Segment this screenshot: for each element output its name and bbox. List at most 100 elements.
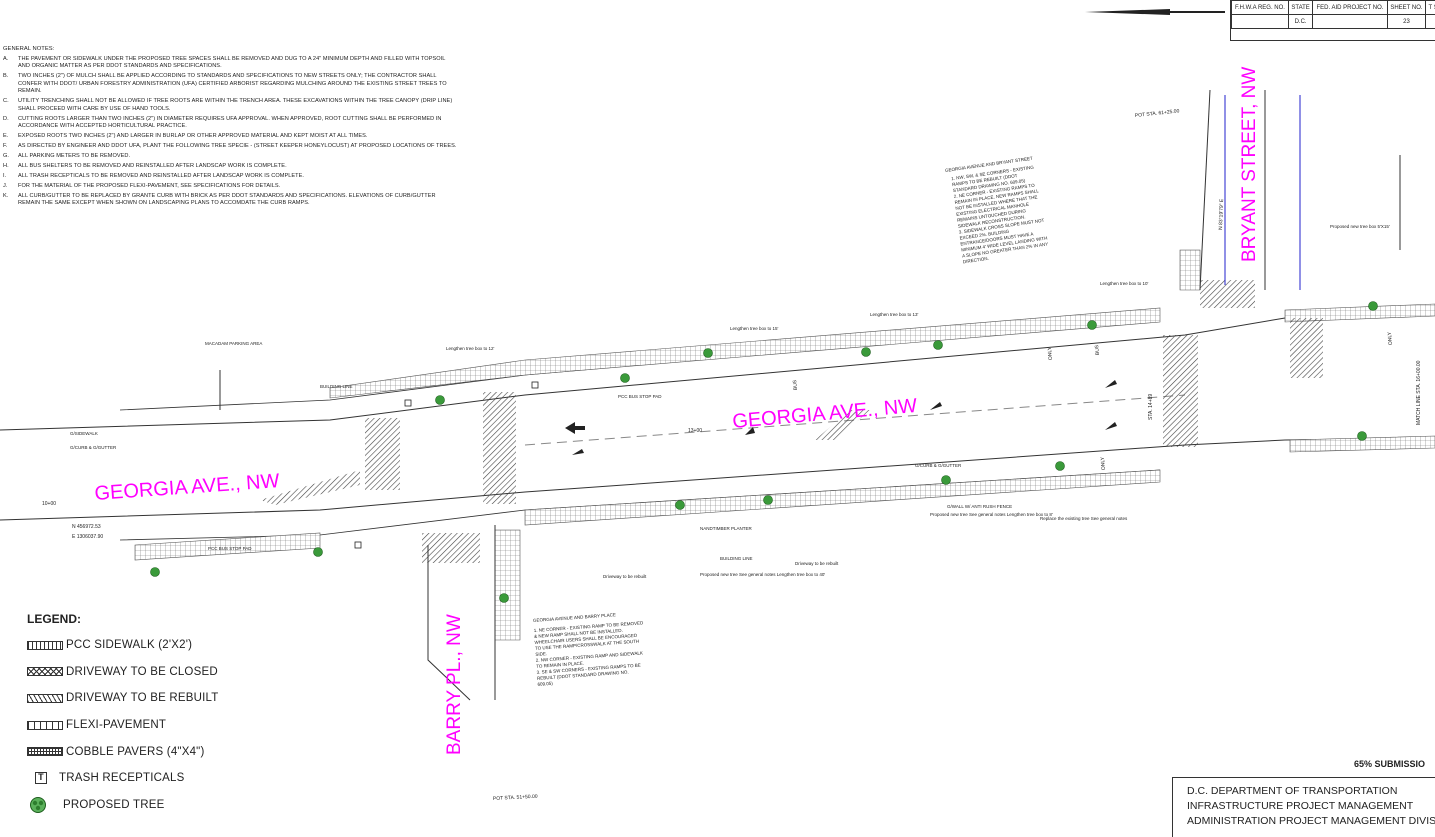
notes-barry-place: GEORGIA AVENUE AND BARRY PLACE 1. NE COR… (533, 612, 644, 687)
cobble-pavers-swatch-icon (27, 747, 63, 757)
legend-item-cobble: COBBLE PAVERS (4"X4") (27, 738, 287, 765)
legend-item-pcc: PCC SIDEWALK (2'X2') (27, 632, 287, 659)
notes-barry-line: & NEW RAMP SHALL NOT BE INSTALLED. (534, 628, 623, 639)
legend-item-tree: PROPOSED TREE (27, 792, 287, 819)
legend-item-flexi: FLEXI-PAVEMENT (27, 712, 287, 739)
crosswalks (365, 280, 1323, 563)
driveway-closed-swatch-icon (27, 667, 63, 677)
side-streets (219, 89, 1401, 701)
agency-block: D.C. DEPARTMENT OF TRANSPORTATION INFRAS… (1172, 777, 1435, 837)
note-key: K. (3, 193, 9, 200)
station-center: 13+00 (688, 428, 702, 434)
driveway-note-1: Driveway to be rebuilt (603, 574, 647, 579)
legend-label: COBBLE PAVERS (4"X4") (66, 745, 205, 758)
general-note-item: C. UTILITY TRENCHING SHALL NOT BE ALLOWED… (3, 98, 458, 113)
legend-title: LEGEND: (27, 612, 81, 626)
title-header: T S (1425, 0, 1435, 15)
note-text: CUTTING ROOTS LARGER THAN TWO INCHES (2"… (18, 115, 442, 130)
match-line-label: MATCH LINE STA. 16+00.00 (1416, 360, 1422, 425)
trash-receptacle-icon: T (35, 772, 47, 785)
only-marking-2: ONLY (1100, 456, 1107, 470)
title-value (1312, 14, 1388, 29)
legend-label: PROPOSED TREE (63, 798, 165, 811)
note-key: I. (3, 173, 7, 180)
agency-line: INFRASTRUCTURE PROJECT MANAGEMENT (1187, 800, 1414, 812)
title-header: SHEET NO. (1386, 0, 1427, 15)
pcc-bus-stop-left: PCC BUS STOP PAD (208, 546, 252, 551)
title-value (1425, 14, 1435, 29)
title-header: FED. AID PROJECT NO. (1312, 0, 1388, 15)
general-note-item: D. CUTTING ROOTS LARGER THAN TWO INCHES (… (3, 116, 458, 131)
legend-label: PCC SIDEWALK (2'X2') (66, 639, 193, 652)
notes-barry-line: TO REMAIN IN PLACE. (536, 661, 584, 669)
tree-box-note-15: Lengthen tree box to 15' (730, 326, 779, 331)
notes-barry-line: 609.05) (537, 681, 553, 687)
flexi-pavement-swatch-icon (27, 720, 63, 730)
note-key: E. (3, 133, 9, 140)
notes-barry-title: GEORGIA AVENUE AND BARRY PLACE (533, 612, 616, 623)
note-text: EXPOSED ROOTS TWO INCHES (2") AND LARGER… (18, 133, 368, 140)
pcc-sidewalk-swatch-icon (27, 640, 63, 650)
street-georgia-left: GEORGIA AVE., NW (94, 470, 280, 505)
general-note-item: J. FOR THE MATERIAL OF THE PROPOSED FLEXI… (3, 183, 458, 190)
general-note-item: B.TWO INCHES (2") OF MULCH SHALL BE APPL… (3, 73, 458, 95)
building-line-top: BUILDING LINE (320, 384, 353, 389)
coord-north: N 456972.53 (72, 524, 101, 530)
title-value: D.C. (1287, 14, 1314, 29)
tree-box-note-8: Proposed new tree box 5'X15' (1330, 224, 1390, 229)
station-right: STA. 14+89 (1148, 394, 1154, 420)
legend-label: FLEXI-PAVEMENT (66, 719, 167, 732)
agency-line: ADMINISTRATION PROJECT MANAGEMENT DIVIS (1187, 815, 1435, 827)
note-text: ALL CURB/GUTTER TO BE REPLACED BY GRANTE… (18, 193, 436, 207)
title-value (1231, 14, 1289, 29)
legend-label: DRIVEWAY TO BE REBUILT (66, 692, 219, 705)
note-key: H. (3, 163, 9, 170)
street-georgia-center: GEORGIA AVE., NW (732, 395, 919, 433)
street-bryant: BRYANT STREET, NW (1239, 67, 1260, 262)
lane-arrows (260, 380, 1117, 505)
legend-label: DRIVEWAY TO BE CLOSED (66, 665, 218, 678)
wall-fence-label: G/WALL W/ ANTI RUSH FENCE (947, 504, 1012, 509)
title-value: 23 (1386, 14, 1427, 29)
tree-box-note-10: Lengthen tree box to 10' (1100, 281, 1149, 286)
note-key: B. (3, 73, 9, 80)
notes-barry-line: REBUILT (DDOT STANDARD DRAWING NO. (537, 669, 629, 680)
note-key: C. (3, 98, 9, 105)
only-marking-1: ONLY (1047, 346, 1054, 360)
note-key: J. (3, 183, 8, 190)
note-text: FOR THE MATERIAL OF THE PROPOSED FLEXI-P… (18, 183, 281, 190)
general-note-item: K. ALL CURB/GUTTER TO BE REPLACED BY GRAN… (3, 193, 458, 208)
proposed-tree-icons (150, 301, 1378, 603)
legend-item-trash: T TRASH RECEPTICALS (27, 765, 287, 792)
general-note-item: H. ALL BUS SHELTERS TO BE REMOVED AND REI… (3, 163, 458, 170)
pcc-bus-stop-top: PCC BUS STOP PAD (618, 394, 662, 399)
general-note-item: E. EXPOSED ROOTS TWO INCHES (2") AND LARG… (3, 133, 458, 140)
proposed-tree-note-1: Proposed new tree See general notes Leng… (930, 512, 1053, 517)
general-notes: GENERAL NOTES: A.THE PAVEMENT OR SIDEWAL… (3, 46, 458, 208)
note-key: A. (3, 56, 9, 62)
proposed-tree-icon (30, 796, 46, 813)
legend-item-rebuilt: DRIVEWAY TO BE REBUILT (27, 685, 287, 712)
note-key: D. (3, 115, 9, 122)
sidewalk-hatch (134, 249, 1435, 641)
note-key: G. (3, 153, 10, 160)
title-block: F.H.W.A REG. NO. STATE FED. AID PROJECT … (1230, 0, 1435, 41)
note-text: AS DIRECTED BY ENGINEER AND DDOT UFA, PL… (18, 143, 457, 150)
note-text: ALL PARKING METERS TO BE REMOVED. (18, 153, 131, 160)
planter-label: NANDTIMBER PLANTER (700, 526, 753, 531)
note-text: ALL TRASH RECEPTICALS TO BE REMOVED AND … (18, 173, 305, 180)
note-text: ALL BUS SHELTERS TO BE REMOVED AND REINS… (18, 163, 287, 170)
driveway-note-2: Driveway to be rebuilt (795, 561, 839, 566)
title-header: STATE (1287, 0, 1314, 15)
station-left: 10+00 (42, 501, 56, 507)
curb-gutter-left: G/CURB & G/GUTTER (70, 445, 117, 450)
legend-label: TRASH RECEPTICALS (59, 772, 185, 785)
replace-tree-note: Replace the existing tree See general no… (1040, 516, 1128, 521)
note-text: UTILITY TRENCHING SHALL NOT BE ALLOWED I… (18, 98, 453, 112)
macadam-label: MACADAM PARKING AREA (205, 341, 262, 346)
legend-item-closed: DRIVEWAY TO BE CLOSED (27, 659, 287, 686)
bus-marking-1: BUS (792, 379, 799, 390)
submission-label: 65% SUBMISSIO (1354, 759, 1426, 769)
notes-barry-line: 2. NW CORNER - EXISTING RAMP AND SIDEWAL… (536, 650, 643, 662)
coord-east: E 1306037.90 (72, 534, 103, 540)
